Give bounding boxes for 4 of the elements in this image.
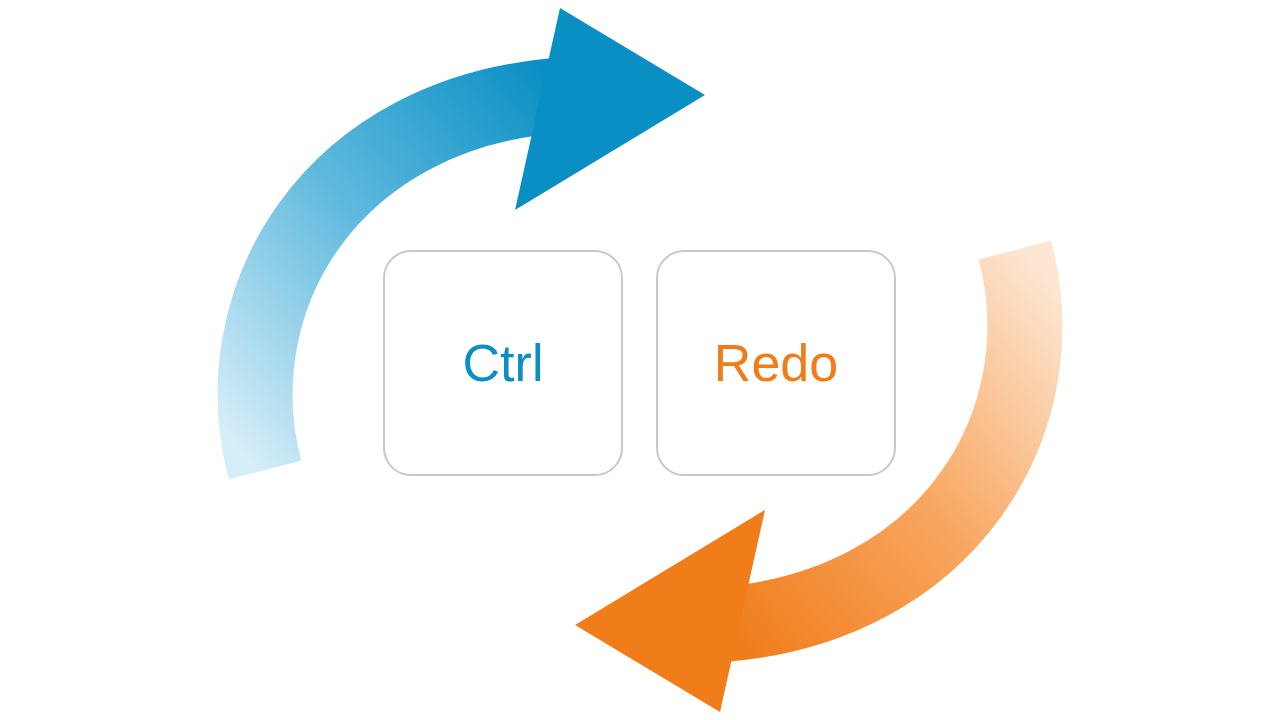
- keyboard-key: [383, 250, 623, 476]
- keyboard-key: [656, 250, 896, 476]
- key-label: Redo: [713, 333, 839, 394]
- key-label: Ctrl: [462, 333, 544, 394]
